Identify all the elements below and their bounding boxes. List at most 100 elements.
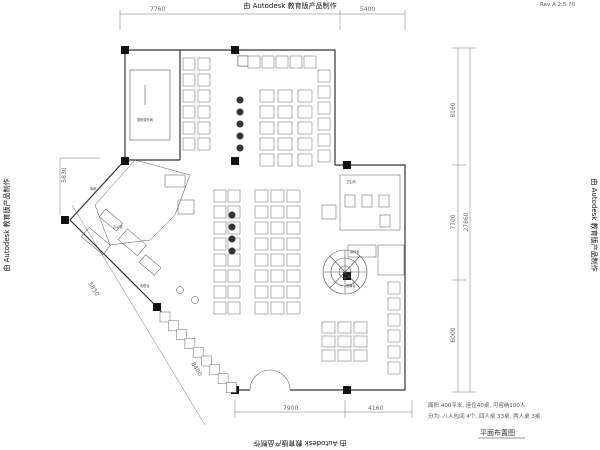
bottom-dimension-chain — [234, 400, 413, 418]
round-table-icon — [236, 132, 244, 140]
dining-tables — [159, 55, 401, 393]
dining-table-icon — [259, 121, 275, 135]
washroom-label: 卫生间 — [346, 179, 356, 184]
dining-table-icon — [353, 349, 368, 362]
dining-table-icon — [259, 137, 275, 151]
dining-table-icon — [387, 361, 401, 375]
dining-table-icon — [182, 121, 196, 135]
dining-table-icon — [176, 329, 187, 340]
dining-table-icon — [317, 117, 331, 131]
entrance-door-swing — [249, 369, 291, 391]
washroom-block — [321, 174, 401, 231]
watermark-left: 由 Autodesk 教育版产品制作 — [2, 178, 11, 271]
round-table-icon — [236, 96, 244, 104]
dining-table-icon — [277, 153, 293, 167]
dining-table-icon — [213, 285, 227, 299]
dining-table-icon — [168, 320, 179, 332]
dining-table-icon — [321, 321, 336, 334]
dining-table-icon — [321, 335, 336, 348]
dining-table-icon — [270, 237, 285, 251]
dining-table-icon — [289, 55, 303, 69]
dining-table-icon — [197, 57, 211, 71]
dining-table-icon — [297, 137, 313, 151]
dining-table-icon — [286, 269, 301, 283]
dining-table-icon — [387, 345, 401, 359]
dining-table-icon — [197, 73, 211, 87]
round-table-icon — [228, 247, 236, 255]
watermark-right: 由 Autodesk 教育版产品制作 — [590, 178, 599, 271]
dining-table-icon — [254, 221, 269, 235]
dining-table-icon — [213, 205, 227, 219]
dim-right-2: 7700 — [450, 214, 457, 229]
dining-table-icon — [337, 349, 352, 362]
dining-table-icon — [209, 364, 221, 376]
reception-label: 接待台 — [350, 249, 360, 254]
dining-table-icon — [317, 149, 331, 163]
storage-label: 库房 — [90, 186, 96, 191]
dining-table-icon — [259, 89, 275, 103]
dining-table-icon — [197, 105, 211, 119]
dining-table-icon — [277, 121, 293, 135]
dining-table-icon — [182, 105, 196, 119]
dining-table-icon — [213, 189, 227, 203]
dining-table-icon — [182, 137, 196, 151]
dining-table-icon — [286, 205, 301, 219]
dining-table-icon — [387, 281, 401, 295]
dining-table-icon — [297, 89, 313, 103]
round-table-icon — [236, 108, 244, 116]
dining-table-icon — [297, 105, 313, 119]
dining-table-icon — [277, 105, 293, 119]
watermark-top: 由 Autodesk 教育版产品制作 — [243, 1, 336, 10]
right-dimension-chain — [452, 47, 476, 393]
dining-table-icon — [286, 237, 301, 251]
dim-top-2: 5400 — [360, 6, 375, 13]
dining-table-icon — [227, 269, 241, 283]
dining-table-icon — [317, 85, 331, 99]
dim-bottom-1: 7900 — [283, 405, 298, 412]
dining-table-icon — [337, 321, 352, 334]
dim-top-1: 7760 — [150, 6, 165, 13]
dining-table-icon — [254, 301, 269, 315]
dining-table-icon — [303, 55, 317, 69]
dining-table-icon — [226, 382, 237, 393]
dim-left-2: 5850 — [86, 281, 100, 298]
dining-table-icon — [297, 121, 313, 135]
dining-table-icon — [213, 269, 227, 283]
dim-right-3: 6000 — [450, 327, 457, 342]
dim-right-total: 27860 — [463, 212, 470, 231]
kitchen-room — [129, 69, 171, 141]
dining-table-icon — [277, 137, 293, 151]
cashier-label: 收银台 — [140, 283, 150, 288]
stage-label: 表演台 — [346, 283, 356, 288]
round-table-icon — [228, 211, 236, 219]
dining-table-icon — [261, 55, 275, 69]
dining-table-icon — [286, 253, 301, 267]
dining-table-icon — [192, 346, 204, 358]
round-table-icon — [236, 144, 244, 152]
dining-table-icon — [286, 189, 301, 203]
dining-table-icon — [254, 269, 269, 283]
dining-table-icon — [254, 205, 269, 219]
dining-table-icon — [197, 137, 211, 151]
dining-table-icon — [286, 301, 301, 315]
reception-area — [347, 244, 405, 276]
office-label: 办公室 — [113, 224, 123, 229]
dining-table-icon — [270, 205, 285, 219]
dining-table-icon — [297, 153, 313, 167]
top-dimension-chain — [119, 10, 406, 30]
dining-table-icon — [247, 55, 261, 69]
corner-label: Rev A 2:5 70 — [540, 2, 576, 8]
dining-table-icon — [353, 335, 368, 348]
note-line-1: 面积:400平米, 座位40桌, 可容纳100人 — [428, 401, 526, 409]
dining-table-icon — [270, 221, 285, 235]
dining-table-icon — [317, 101, 331, 115]
dining-table-icon — [270, 189, 285, 203]
dining-table-icon — [197, 89, 211, 103]
round-table-icon — [228, 223, 236, 231]
round-table-icon — [176, 286, 184, 294]
dining-table-icon — [213, 253, 227, 267]
dining-table-icon — [184, 338, 196, 349]
dim-bottom-2: 4160 — [368, 405, 383, 412]
dining-table-icon — [197, 121, 211, 135]
dining-table-icon — [387, 329, 401, 343]
